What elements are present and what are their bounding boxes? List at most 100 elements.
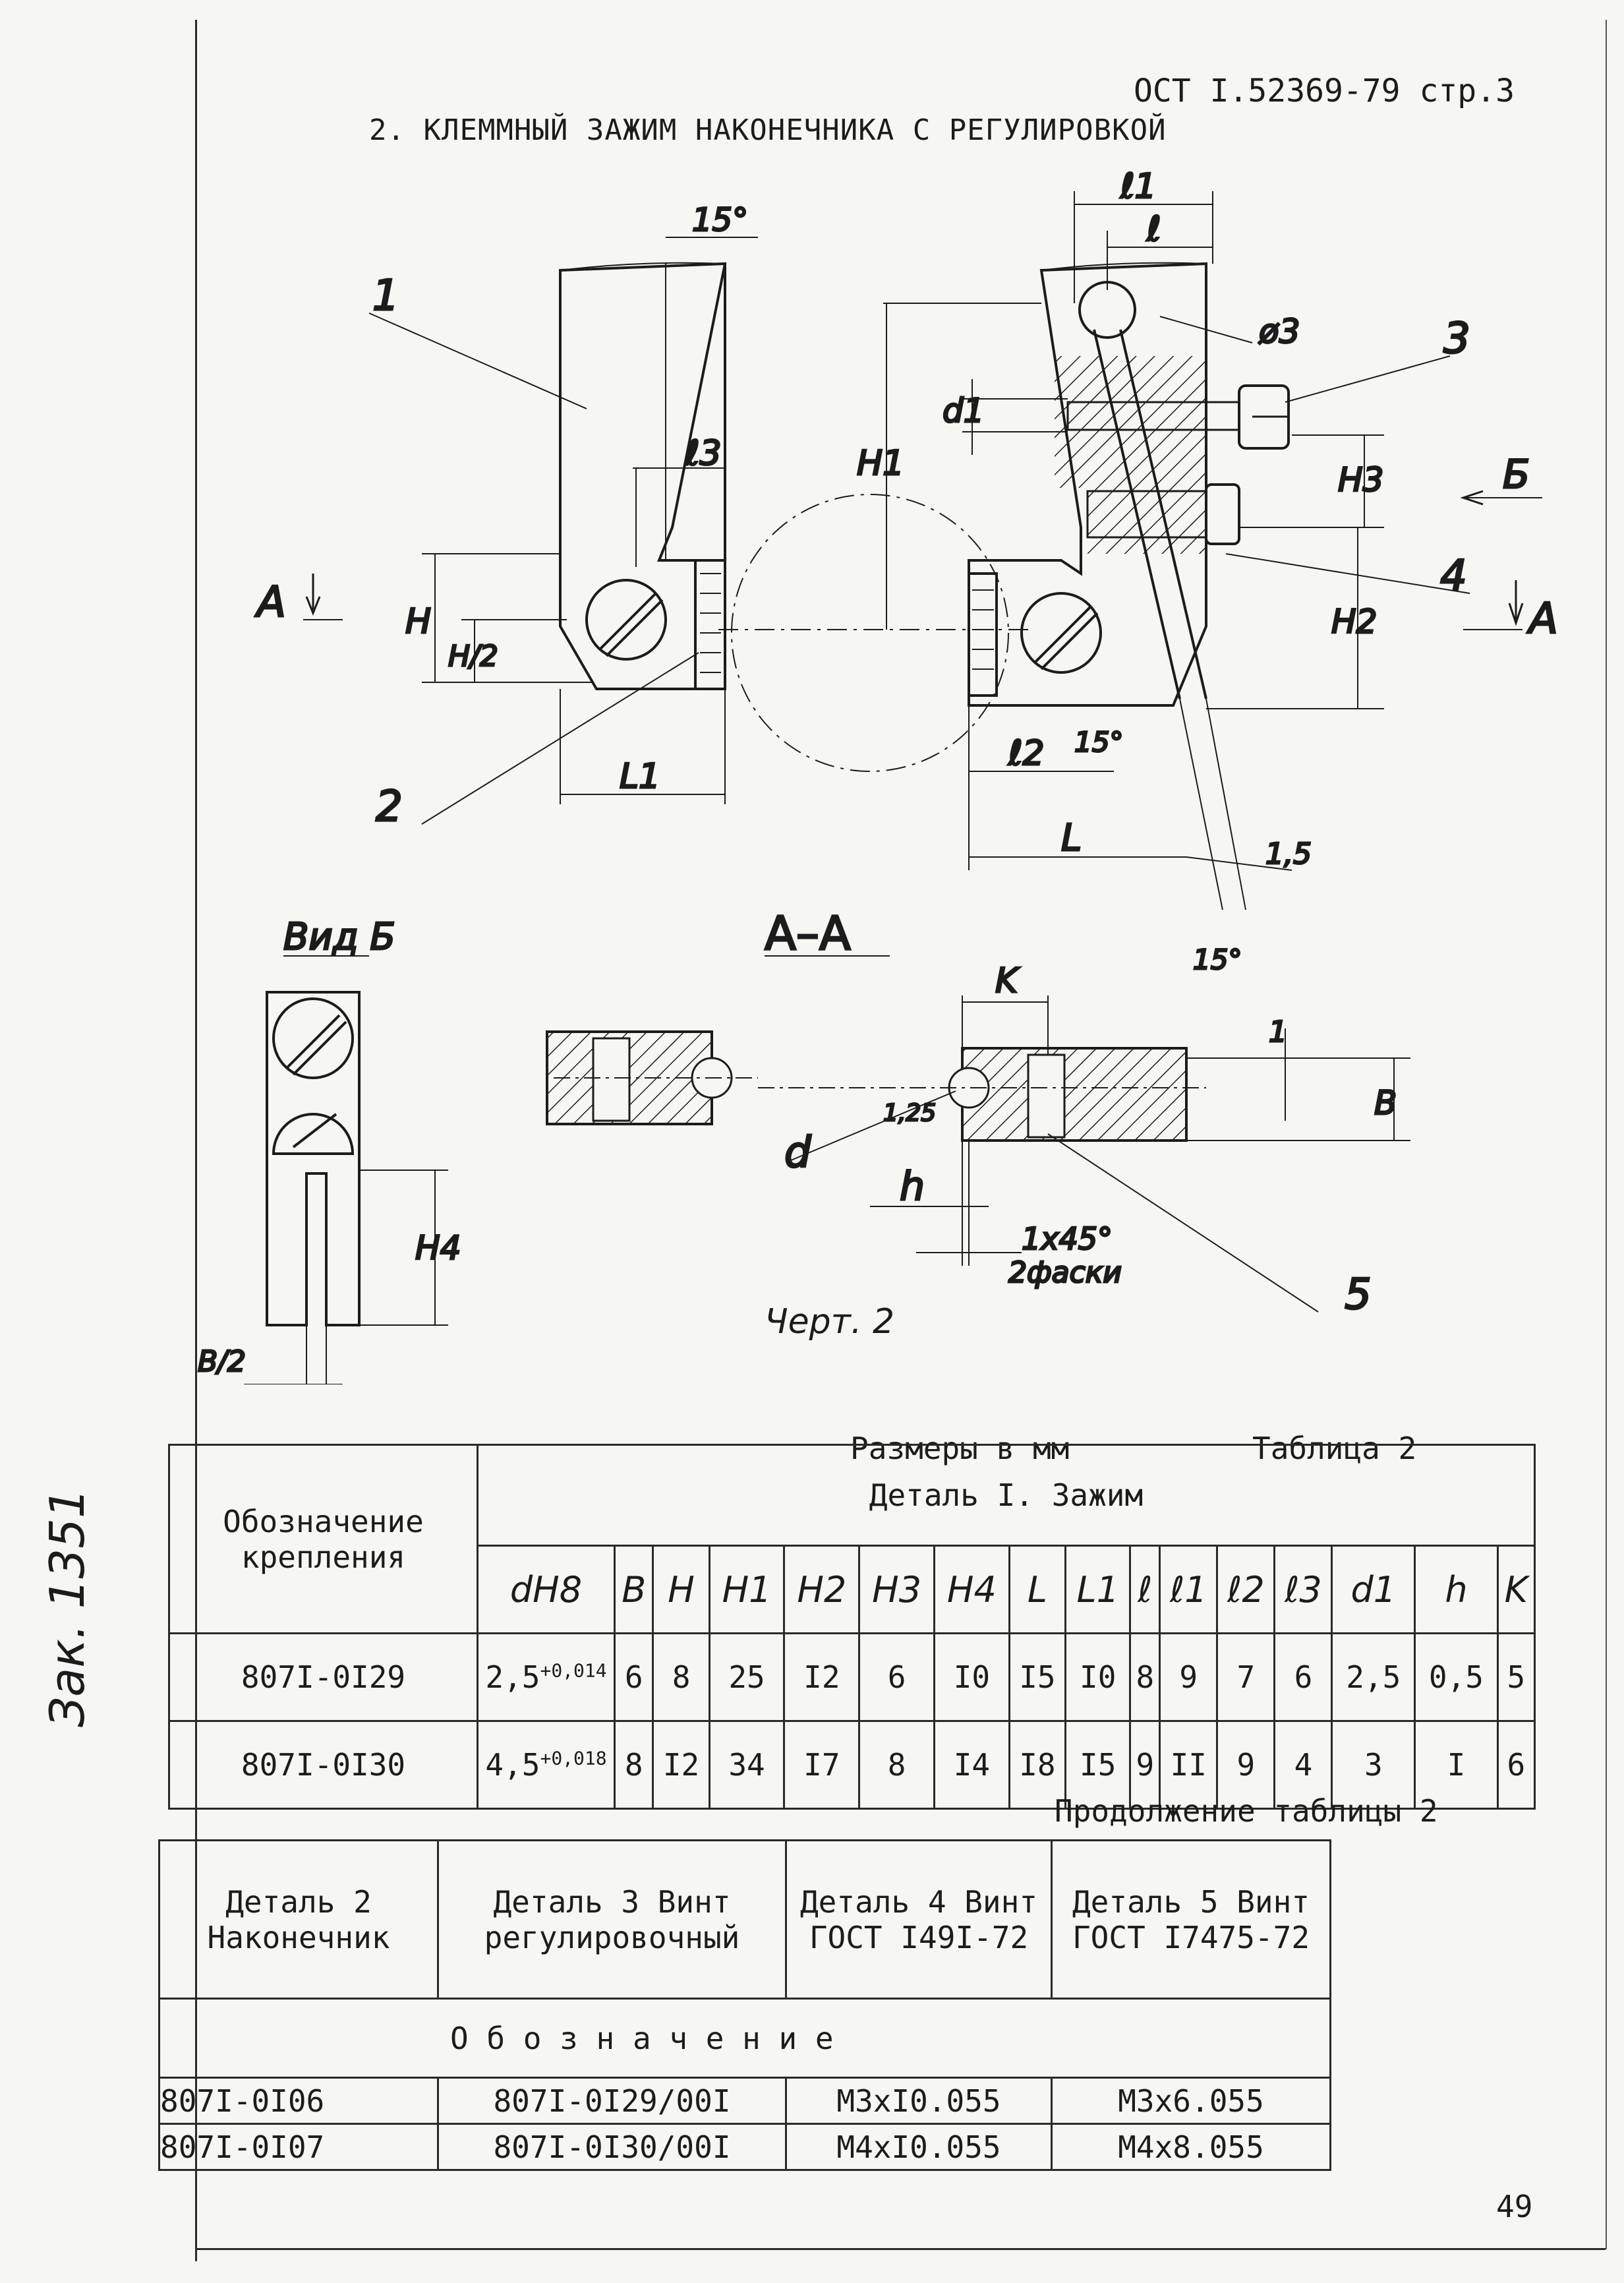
label-d1: d1 [942,392,985,430]
frame-bottom-border [195,2248,1606,2250]
value-cell: 0,5 [1414,1632,1499,1722]
value-cell: I0 [933,1632,1010,1722]
value-cell: I5 [1064,1720,1132,1810]
value-cell: 6 [613,1632,654,1722]
label-H1: H1 [857,444,904,483]
label-B-half: B/2 [198,1345,246,1379]
label-h: h [900,1164,925,1210]
technical-drawing: 1 2 3 4 5 15° ℓ3 ℓ1 ℓ ø3 d1 H1 H3 H2 H H… [197,166,1559,1384]
cell: M4x8.055 [1051,2123,1331,2171]
label-dim15: 1,5 [1265,837,1312,871]
value-cell: 6 [1273,1632,1333,1722]
header-part4: Деталь 4 Винт ГОСТ I49I-72 [785,1839,1053,2000]
label-B: B [1374,1084,1397,1122]
label-angle-bottom: 15° [1193,943,1242,976]
label-part3: 3 [1443,314,1470,363]
label-H2: H2 [1331,603,1377,641]
label-diam3: ø3 [1258,312,1300,351]
table2-continuation-label: Продолжение таблицы 2 [1055,1793,1438,1829]
col-header: ℓ3 [1273,1545,1333,1634]
label-part1: 1 [372,272,399,320]
label-dim125: 1,25 [883,1100,936,1127]
label-angle-mid: 15° [1074,726,1123,758]
value-cell: I4 [933,1720,1010,1810]
view-b [244,955,448,1384]
label-K: K [995,961,1020,1001]
cell: M3xI0.055 [785,2077,1053,2125]
table-row: 807I-0I29 2,5+0,014 6 8 25 I2 6 I0 I5 I0… [168,1632,1536,1722]
label-d: d [784,1129,811,1177]
table2-continuation: Деталь 2 Наконечник Деталь 3 Винт регули… [158,1839,1331,2171]
designation-header: Обозначение крепления [168,1444,478,1634]
col-header: L [1008,1545,1067,1634]
value-cell: 9 [1216,1720,1276,1810]
value-cell: I2 [783,1632,861,1722]
frame-right-border [1606,20,1607,2249]
value-cell: 4 [1273,1720,1333,1810]
value-cell: 6 [858,1632,935,1722]
col-header: H3 [858,1545,935,1634]
value-cell: 2,5 [1331,1632,1416,1722]
col-header: H4 [933,1545,1010,1634]
view-b-title: Вид Б [283,916,395,959]
value-cell: I0 [1064,1632,1132,1722]
designation-cell: 807I-0I30 [168,1720,478,1810]
value-cell: 9 [1159,1632,1219,1722]
col-header: h [1414,1545,1499,1634]
value-cell: 8 [652,1632,710,1722]
value-cell: 34 [708,1720,786,1810]
value-cell: 5 [1496,1632,1536,1722]
table2: Обозначение крепления Деталь I. Зажим dH… [168,1444,1536,1810]
right-clamp-view [883,191,1542,910]
cell: 807I-0I06 [158,2077,439,2125]
value-cell: 8 [858,1720,935,1810]
frame-left-border [195,20,197,2261]
section-mark-right: A [1526,595,1558,643]
cell: 807I-0I07 [158,2123,439,2171]
value-cell: 25 [708,1632,786,1722]
section-mark-left: A [254,578,286,627]
page-title: 2. КЛЕММНЫЙ ЗАЖИМ НАКОНЕЧНИКА С РЕГУЛИРО… [369,113,1167,147]
col-header: L1 [1064,1545,1132,1634]
col-header: K [1496,1545,1536,1634]
ball-outline [731,494,1009,772]
label-chamfer-note: 2фаски [1008,1256,1122,1290]
label-l3: ℓ3 [685,434,722,473]
cell: 807I-0I30/00I [437,2123,787,2171]
col-header: dH8 [477,1545,616,1634]
dh8-cell: 4,5+0,018 [477,1720,616,1810]
value-cell: 8 [613,1720,654,1810]
standard-number: ОСТ I.52369-79 стр.3 [1134,73,1515,109]
label-H4: H4 [415,1229,461,1267]
label-H3: H3 [1338,461,1383,499]
table2-column-headers: dH8 B H H1 H2 H3 H4 L L1 ℓ ℓ1 ℓ2 ℓ3 d1 h… [169,1545,1536,1634]
label-dim1: 1 [1269,1015,1287,1049]
label-angle-top: 15° [692,202,748,239]
view-b-arrow-label: Б [1503,452,1530,498]
value-cell: I [1414,1720,1499,1810]
label-L1: L1 [620,757,660,796]
label-l1: ℓ1 [1120,167,1157,206]
col-header: ℓ1 [1159,1545,1219,1634]
part1-header: Деталь I. Зажим [477,1444,1536,1547]
figure-caption: Черт. 2 [765,1302,895,1342]
designation-cell: 807I-0I29 [168,1632,478,1722]
col-header: ℓ [1129,1545,1161,1634]
table-row: 807I-0I30 4,5+0,018 8 I2 34 I7 8 I4 I8 I… [168,1720,1536,1810]
label-chamfer: 1x45° [1022,1221,1113,1257]
col-header: d1 [1331,1545,1416,1634]
value-cell: 8 [1129,1632,1161,1722]
cell: M4xI0.055 [785,2123,1053,2171]
label-L: L [1061,817,1082,860]
section-aa [546,955,1410,1313]
margin-note: Зак. 1351 [40,1488,95,1727]
col-header: H [652,1545,710,1634]
label-l: ℓ [1146,210,1161,249]
value-cell: 3 [1331,1720,1416,1810]
col-header: H1 [708,1545,786,1634]
left-clamp-view [303,237,758,825]
table-row: 807I-0I07 807I-0I30/00I M4xI0.055 M4x8.0… [158,2123,1331,2171]
value-cell: I7 [783,1720,861,1810]
header-part5: Деталь 5 Винт ГОСТ I7475-72 [1051,1839,1331,2000]
value-cell: I2 [652,1720,710,1810]
